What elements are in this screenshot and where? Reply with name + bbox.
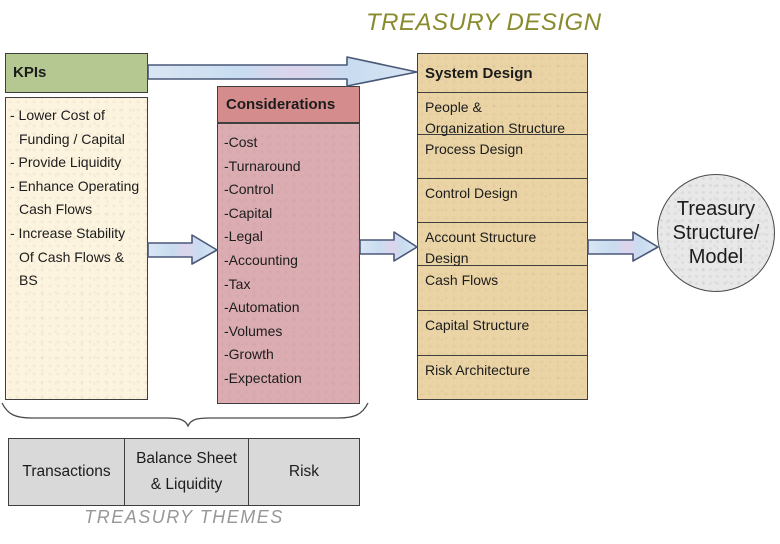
system-design-row: Risk Architecture	[425, 362, 531, 378]
system-design-row-line: People &	[425, 99, 482, 115]
outcome-line: Treasury	[676, 198, 756, 220]
system-design-row: Control Design	[418, 179, 587, 223]
kpi-line: Funding / Capital	[19, 130, 125, 147]
kpi-line: - Provide Liquidity	[10, 154, 122, 171]
themes-cell-risk: Risk	[249, 439, 359, 505]
themes-caption: TREASURY THEMES	[84, 507, 284, 527]
system-design-row: Cash Flows	[418, 266, 587, 311]
arrow-kpis-to-considerations	[147, 234, 218, 265]
consideration-item: -Growth	[224, 346, 274, 363]
consideration-item: -Legal	[224, 228, 263, 245]
considerations-list-box: -Cost -Turnaround -Control -Capital -Leg…	[217, 123, 360, 404]
outcome-line: Structure/	[672, 222, 760, 244]
kpi-line: Cash Flows	[19, 201, 93, 218]
kpis-header-label: KPIs	[13, 64, 47, 81]
consideration-item: -Accounting	[224, 251, 298, 268]
considerations-header-box: Considerations	[217, 86, 360, 123]
consideration-item: -Expectation	[224, 369, 302, 386]
consideration-item: -Capital	[224, 204, 273, 221]
system-design-header: System Design	[418, 54, 587, 93]
page-title: TREASURY DESIGN	[366, 9, 602, 36]
consideration-item: -Turnaround	[224, 157, 301, 174]
system-design-row-line: Organization Structure	[425, 120, 566, 136]
consideration-item: -Volumes	[224, 322, 283, 339]
outcome-line: Model	[688, 246, 744, 268]
considerations-header-label: Considerations	[226, 96, 336, 113]
consideration-item: -Control	[224, 181, 274, 198]
system-design-row: Account Structure Design	[418, 223, 587, 266]
arrow-considerations-to-system-design	[359, 231, 418, 262]
arrow-system-design-to-model	[587, 231, 659, 262]
consideration-item: -Automation	[224, 299, 300, 316]
arrow-kpis-to-system-design	[147, 56, 418, 87]
themes-cell-balance-sheet-liquidity: Balance Sheet & Liquidity	[124, 439, 249, 505]
kpi-line: Of Cash Flows &	[19, 248, 125, 265]
system-design-row: Capital Structure	[418, 311, 587, 356]
themes-cell-label: Balance Sheet	[136, 450, 237, 467]
kpi-line: - Increase Stability	[10, 224, 126, 241]
kpis-header-box: KPIs	[5, 53, 148, 93]
kpi-line: BS	[19, 272, 38, 289]
system-design-row: Process Design	[418, 135, 587, 179]
treasury-structure-model-circle: Treasury Structure/ Model	[657, 174, 775, 292]
themes-cell-label: & Liquidity	[150, 476, 223, 493]
kpis-list-box: - Lower Cost of Funding / Capital - Prov…	[5, 97, 148, 400]
kpi-line: - Enhance Operating	[10, 177, 140, 194]
system-design-box: System Design People & Organization Stru…	[417, 53, 588, 400]
themes-cell-transactions: Transactions	[9, 439, 124, 505]
consideration-item: -Cost	[224, 134, 258, 150]
kpi-line: - Lower Cost of	[10, 107, 105, 123]
themes-cell-label: Risk	[288, 463, 320, 480]
themes-table: Transactions Balance Sheet & Liquidity R…	[8, 438, 360, 506]
system-design-row-line: Account Structure	[425, 229, 537, 245]
curly-brace	[1, 402, 369, 428]
consideration-item: -Tax	[224, 275, 251, 292]
themes-cell-label: Transactions	[22, 463, 111, 480]
system-design-row: People & Organization Structure	[418, 93, 587, 136]
system-design-row-line: Design	[425, 250, 469, 266]
